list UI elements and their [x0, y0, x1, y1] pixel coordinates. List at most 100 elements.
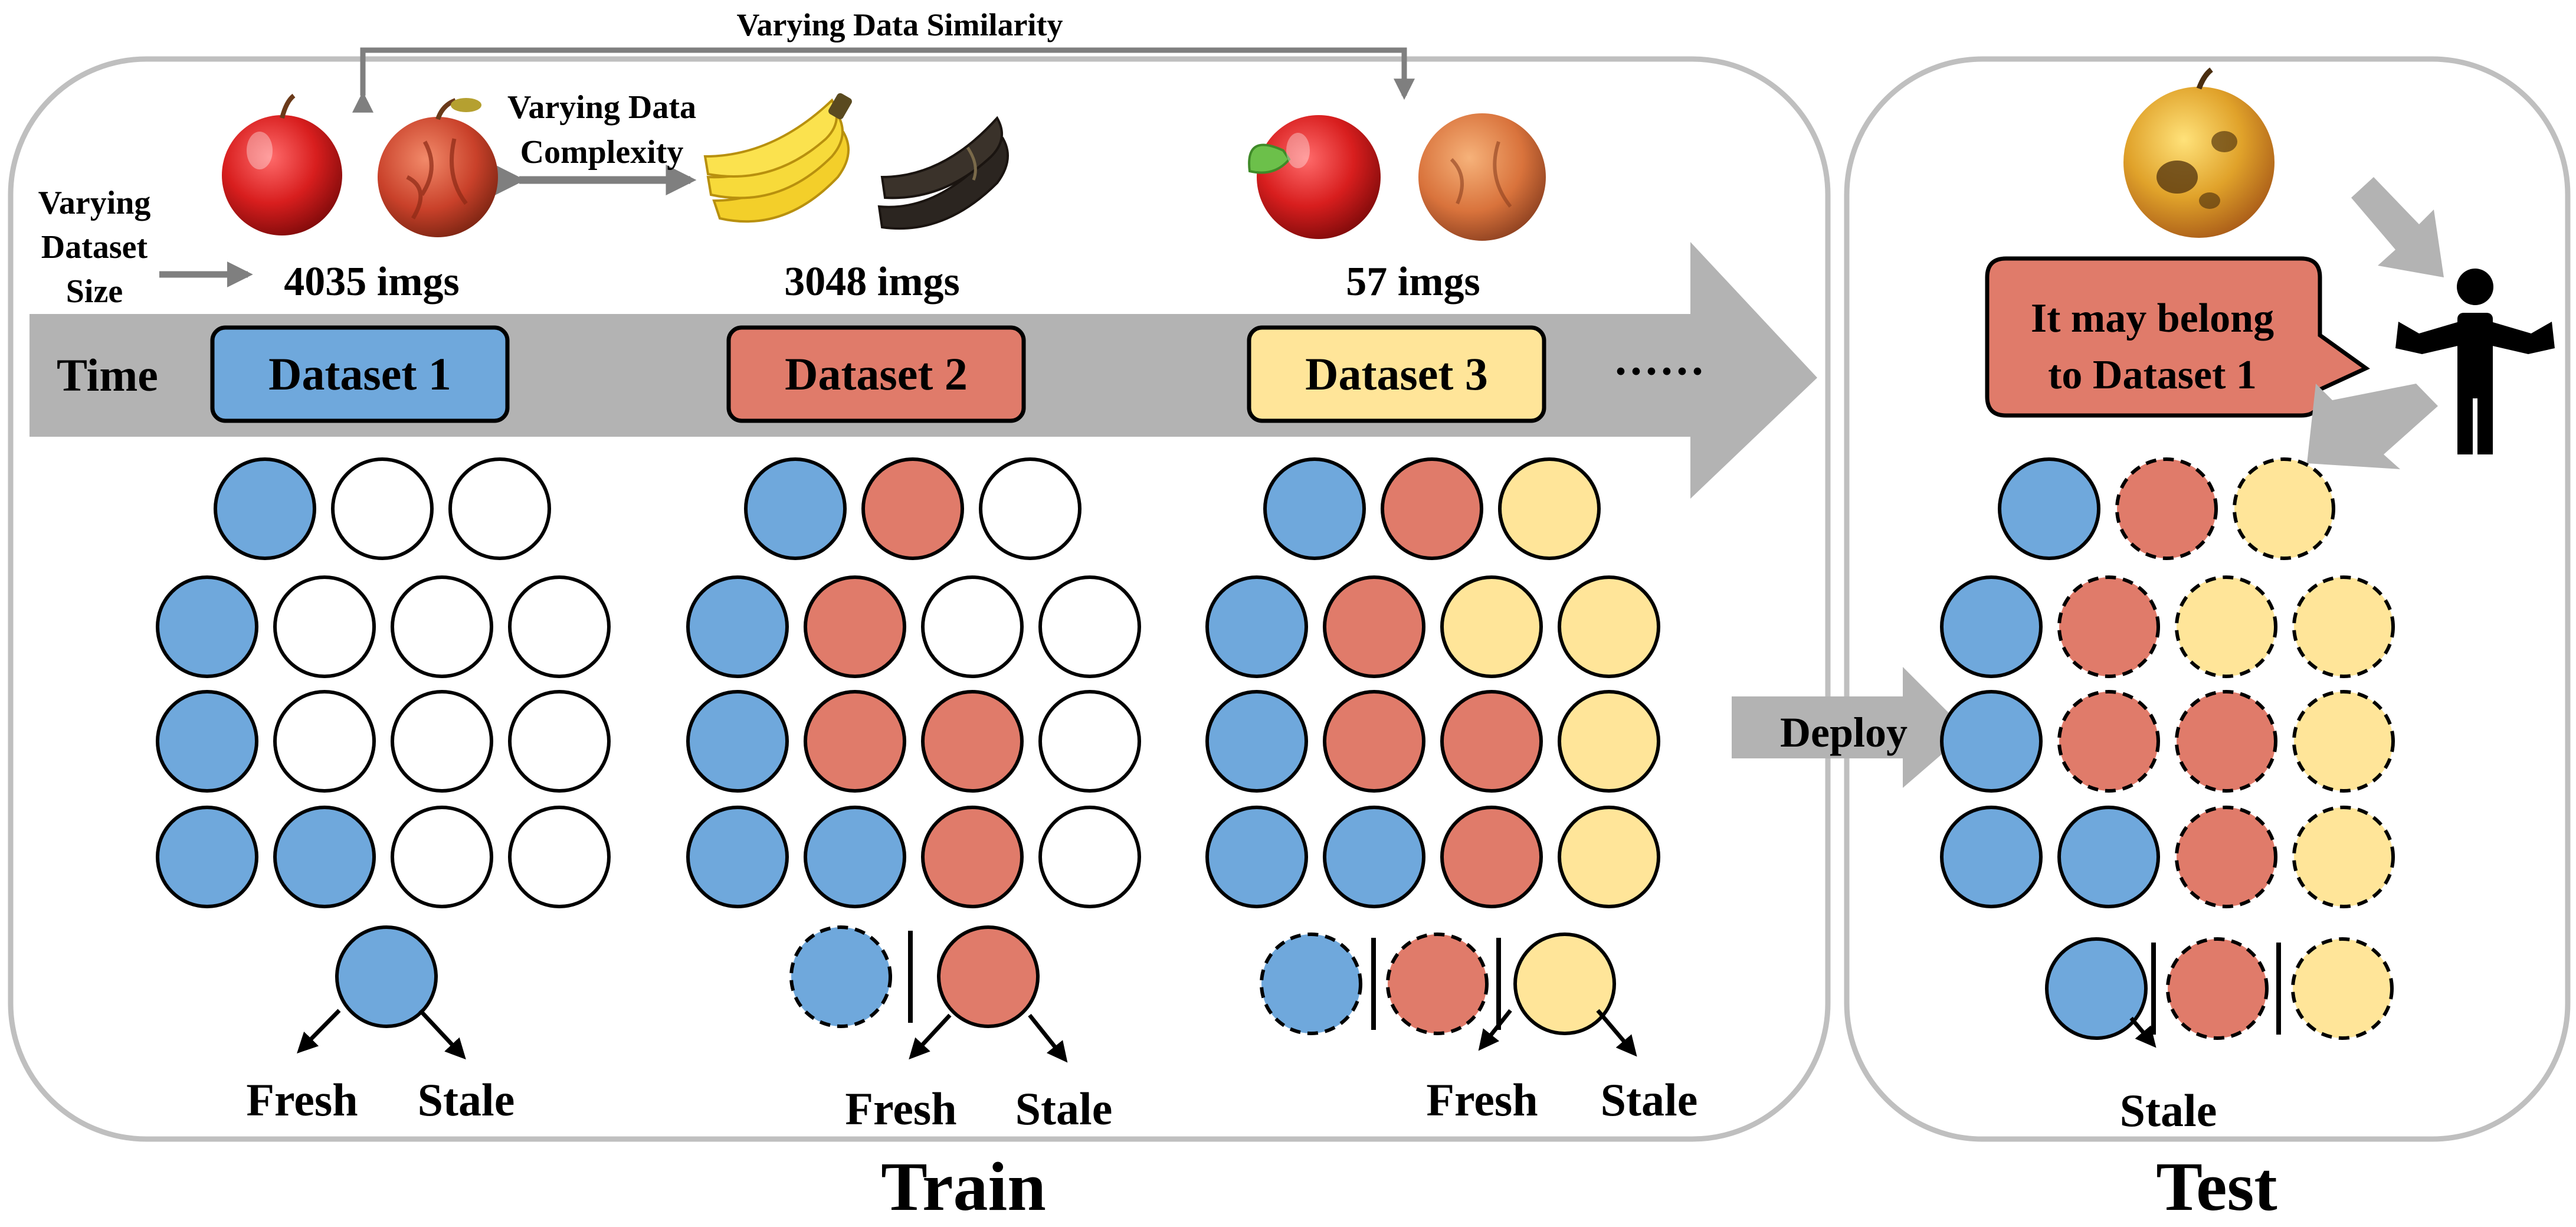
train2-outcome: Fresh Stale: [845, 1013, 1113, 1134]
train3-cell-r2-c0: [1205, 690, 1308, 793]
train3-cell-r3-c1: [1323, 806, 1425, 908]
train1-cell-r0-c1: [331, 457, 434, 560]
dataset2-label: Dataset 2: [785, 348, 968, 400]
train2-cell-r0-c1: [861, 457, 964, 560]
train3-cell-r2-c1: [1323, 690, 1425, 793]
test-node-3: [2291, 937, 2394, 1040]
train3-cell-r2-c2: [1440, 690, 1543, 793]
train1-cell-r3-c2: [391, 806, 493, 908]
test-cell-r2-c0: [1940, 690, 2043, 793]
complexity-label-line2: Complexity: [520, 134, 684, 171]
test-cell-r2-c1: [2057, 690, 2160, 793]
train3-cell-r3-c2: [1440, 806, 1543, 908]
train2-classifier-node: [937, 925, 1040, 1028]
fresh-green-leaf-apple-image: [1248, 115, 1381, 239]
train3-fresh-label: Fresh: [1426, 1074, 1538, 1125]
train2-cell-r3-c0: [686, 806, 789, 908]
test-caption: Test: [2156, 1148, 2277, 1225]
train1-cell-r0-c2: [448, 457, 551, 560]
time-label: Time: [57, 349, 158, 401]
train1-cell-r1-c2: [391, 575, 493, 678]
train2-cell-r2-c2: [921, 690, 1024, 793]
train3-old-node-2: [1386, 932, 1489, 1035]
test-outcome: Stale: [2120, 1016, 2217, 1136]
train-panel: [8, 56, 1831, 1142]
train2-cell-r3-c2: [921, 806, 1024, 908]
dataset2-box: Dataset 2: [726, 325, 1026, 423]
dataset3-box: Dataset 3: [1247, 325, 1546, 423]
train1-cell-r2-c0: [156, 690, 258, 793]
train-caption: Train: [881, 1148, 1046, 1225]
train3-cell-r0-c2: [1498, 457, 1601, 560]
train2-stale-label: Stale: [1015, 1083, 1113, 1134]
train2-cell-r0-c2: [979, 457, 1081, 560]
train1-cell-r3-c0: [156, 806, 258, 908]
rotten-apple-image: [378, 98, 498, 237]
test-cell-r0-c1: [2115, 457, 2218, 560]
train1-cell-r1-c3: [508, 575, 611, 678]
train2-cell-r1-c3: [1038, 575, 1141, 678]
train3-cell-r2-c3: [1558, 690, 1660, 793]
train2-fresh-label: Fresh: [845, 1083, 956, 1134]
train1-cell-r1-c0: [156, 575, 258, 678]
similarity-label: Varying Data Similarity: [737, 7, 1063, 42]
dataset1-label: Dataset 1: [268, 348, 451, 400]
test-spotted-apple-image: [2123, 67, 2275, 238]
person-to-circles-arrow: [2307, 384, 2438, 469]
train3-cell-r0-c1: [1381, 457, 1483, 560]
rotten-orange-apple-image: [1418, 113, 1546, 241]
train2-cell-r1-c0: [686, 575, 789, 678]
train3-cell-r3-c0: [1205, 806, 1308, 908]
complexity-label-line1: Varying Data: [507, 89, 696, 126]
test-cell-r2-c3: [2292, 690, 2395, 793]
speech-bubble: [1985, 256, 2370, 418]
test-cell-r0-c0: [1998, 457, 2100, 560]
test-cell-r2-c2: [2175, 690, 2277, 793]
size-label-line2: Dataset: [41, 229, 148, 266]
train2-old-node: [789, 925, 892, 1028]
train1-classifier-node: [335, 925, 438, 1028]
circle-grids: [156, 457, 2395, 1040]
similarity-bracket: [352, 47, 1415, 113]
train2-cell-r3-c1: [804, 806, 906, 908]
train3-cell-r1-c1: [1323, 575, 1425, 678]
test-cell-r3-c1: [2057, 806, 2160, 908]
train2-cell-r1-c1: [804, 575, 906, 678]
train3-outcome: Fresh Stale: [1426, 1009, 1697, 1125]
test-cell-r1-c0: [1940, 575, 2043, 678]
test-cell-r3-c0: [1940, 806, 2043, 908]
test-cell-r3-c3: [2292, 806, 2395, 908]
train2-cell-r2-c3: [1038, 690, 1141, 793]
train2-cell-r0-c0: [744, 457, 847, 560]
train3-classifier-node: [1513, 932, 1616, 1035]
train2-cell-r2-c1: [804, 690, 906, 793]
dataset1-count: 4035 imgs: [284, 259, 460, 305]
size-label-line3: Size: [66, 273, 123, 310]
train1-cell-r0-c0: [214, 457, 316, 560]
test-cell-r1-c2: [2175, 575, 2277, 678]
size-label-line1: Varying: [38, 185, 151, 221]
dataset1-box: Dataset 1: [210, 325, 510, 423]
train1-cell-r2-c1: [273, 690, 376, 793]
train1-cell-r1-c1: [273, 575, 376, 678]
train1-fresh-label: Fresh: [246, 1074, 358, 1125]
person-shrug-icon: [2395, 269, 2555, 454]
train1-stale-label: Stale: [418, 1074, 515, 1125]
test-selected-node: [2045, 937, 2148, 1040]
train3-cell-r1-c2: [1440, 575, 1543, 678]
train2-cell-r1-c2: [921, 575, 1024, 678]
test-stale-label: Stale: [2120, 1085, 2217, 1136]
train2-cell-r3-c3: [1038, 806, 1141, 908]
speech-line2: to Dataset 1: [2048, 352, 2257, 398]
fresh-apple-image: [222, 93, 342, 235]
test-cell-r3-c2: [2175, 806, 2277, 908]
ellipsis: ······: [1613, 345, 1705, 397]
dataset3-label: Dataset 3: [1305, 348, 1488, 400]
train2-cell-r2-c0: [686, 690, 789, 793]
test-node-2: [2166, 937, 2269, 1040]
test-panel: [1844, 56, 2571, 1142]
deploy-label: Deploy: [1780, 709, 1908, 756]
train3-cell-r1-c0: [1205, 575, 1308, 678]
train3-cell-r1-c3: [1558, 575, 1660, 678]
